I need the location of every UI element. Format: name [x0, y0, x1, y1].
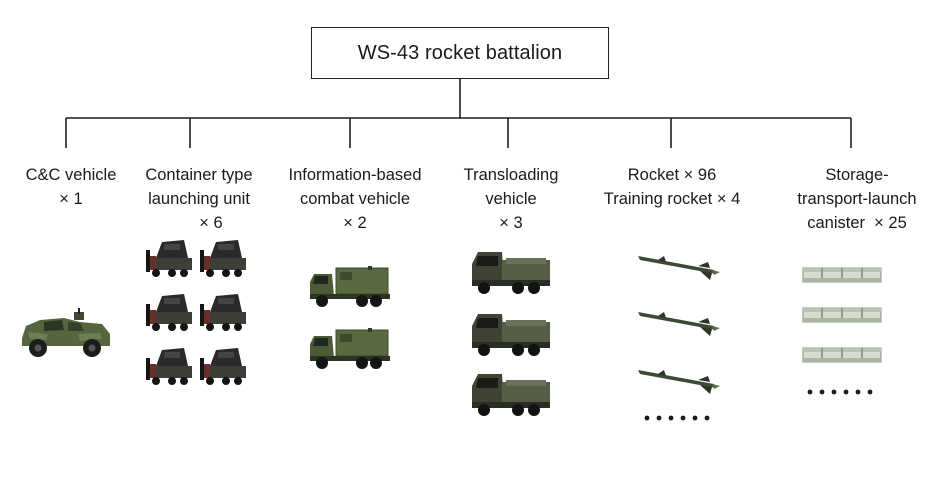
unit-label-launcher: Container type launching unit × 6 [145, 163, 252, 235]
shelter-truck-icon [309, 327, 391, 370]
launcher-truck-icon [146, 240, 192, 277]
unit-label-line: Rocket × 96 [627, 166, 717, 184]
canister-icon [802, 307, 882, 323]
rocket-icon-group [638, 256, 720, 394]
unit-label-cc: C&C vehicle × 1 [26, 163, 117, 211]
rocket-ellipsis-dots [644, 415, 710, 421]
unit-label-rocket: Rocket × 96 Training rocket × 4 [604, 163, 741, 211]
unit-label-line: canister × 25 [807, 214, 907, 232]
unit-label-transload: Transloading vehicle × 3 [464, 163, 559, 235]
unit-label-line: vehicle [485, 190, 537, 208]
unit-label-line: Container type [145, 166, 253, 184]
launcher-truck-icon-group [146, 240, 246, 385]
unit-label-line: combat vehicle [299, 190, 411, 208]
transloader-truck-icon [472, 252, 550, 294]
unit-label-line: × 1 [59, 190, 83, 208]
root-node-box: WS-43 rocket battalion [311, 27, 609, 79]
rocket-icon [638, 312, 720, 336]
launcher-truck-icon [200, 294, 246, 331]
unit-label-line: × 2 [343, 214, 367, 232]
unit-label-line: launching unit [148, 190, 250, 208]
root-node-title: WS-43 rocket battalion [357, 41, 563, 64]
shelter-truck-icon [309, 265, 391, 308]
launcher-truck-icon [146, 294, 192, 331]
shelter-truck-icon-group [309, 265, 391, 370]
unit-label-canister: Storage- transport-launch canister × 25 [797, 163, 916, 235]
unit-label-line: C&C vehicle [25, 166, 117, 184]
canister-icon-group [802, 267, 882, 363]
rocket-icon [638, 256, 720, 280]
rocket-icon [638, 370, 720, 394]
armored-car-icon [22, 308, 110, 357]
launcher-truck-icon [200, 348, 246, 385]
connector-lines [65, 79, 852, 148]
launcher-truck-icon [200, 240, 246, 277]
canister-ellipsis-dots [807, 389, 873, 395]
transloader-truck-icon [472, 374, 550, 416]
unit-label-line: transport-launch [797, 190, 917, 208]
launcher-truck-icon [146, 348, 192, 385]
unit-label-line: × 6 [199, 214, 223, 232]
unit-label-line: Training rocket × 4 [603, 190, 741, 208]
transloader-truck-icon-group [472, 252, 550, 416]
canister-icon [802, 347, 882, 363]
unit-label-combat: Information-based combat vehicle × 2 [289, 163, 422, 235]
unit-label-line: × 3 [499, 214, 523, 232]
transloader-truck-icon [472, 314, 550, 356]
unit-label-line: Information-based [288, 166, 422, 184]
unit-label-line: Transloading [463, 166, 559, 184]
unit-label-line: Storage- [825, 166, 889, 184]
canister-icon [802, 267, 882, 283]
